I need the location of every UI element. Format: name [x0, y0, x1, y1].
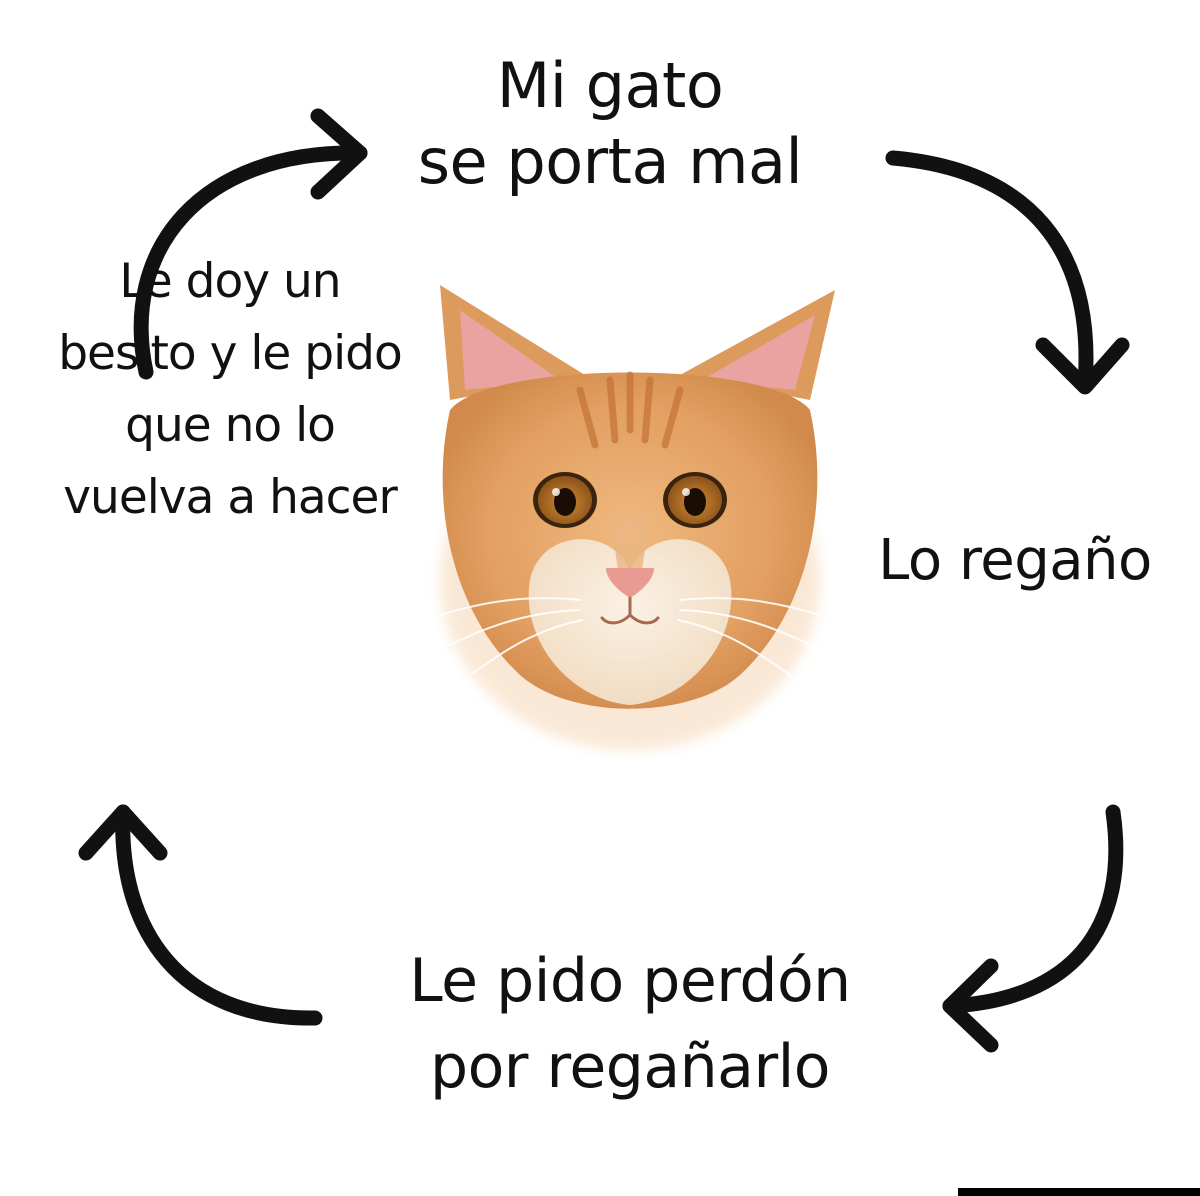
- cat-ears: [440, 285, 835, 400]
- step-bottom-line-2: por regañarlo: [430, 1032, 831, 1102]
- arrow-bottom-to-left-icon: [78, 804, 323, 1026]
- cat-nose: [606, 568, 654, 598]
- corner-bar: [958, 1188, 1200, 1196]
- arrow-right-to-bottom-icon: [942, 804, 1124, 1053]
- arrow-left-to-top-icon: [133, 108, 368, 380]
- arrow-top-to-right-icon: [885, 150, 1130, 395]
- step-top-label: Mi gato se porta mal: [360, 48, 860, 200]
- step-right-label: Lo regaño: [830, 526, 1200, 596]
- step-left-line-4: vuelva a hacer: [63, 470, 398, 525]
- step-bottom-line-1: Le pido perdón: [409, 946, 851, 1016]
- cat-eyes: [533, 472, 727, 528]
- step-left-line-2: besito y le pido: [58, 326, 403, 381]
- step-left-line-3: que no lo: [125, 398, 336, 453]
- step-left-label: Le doy un besito y le pido que no lo vue…: [20, 246, 440, 534]
- cat-face-image: [439, 285, 835, 750]
- step-left-line-1: Le doy un: [119, 254, 341, 309]
- step-top-line-2: se porta mal: [417, 125, 803, 198]
- step-top-line-1: Mi gato: [496, 49, 724, 122]
- step-right-line-1: Lo regaño: [878, 528, 1152, 593]
- step-bottom-label: Le pido perdón por regañarlo: [350, 938, 910, 1110]
